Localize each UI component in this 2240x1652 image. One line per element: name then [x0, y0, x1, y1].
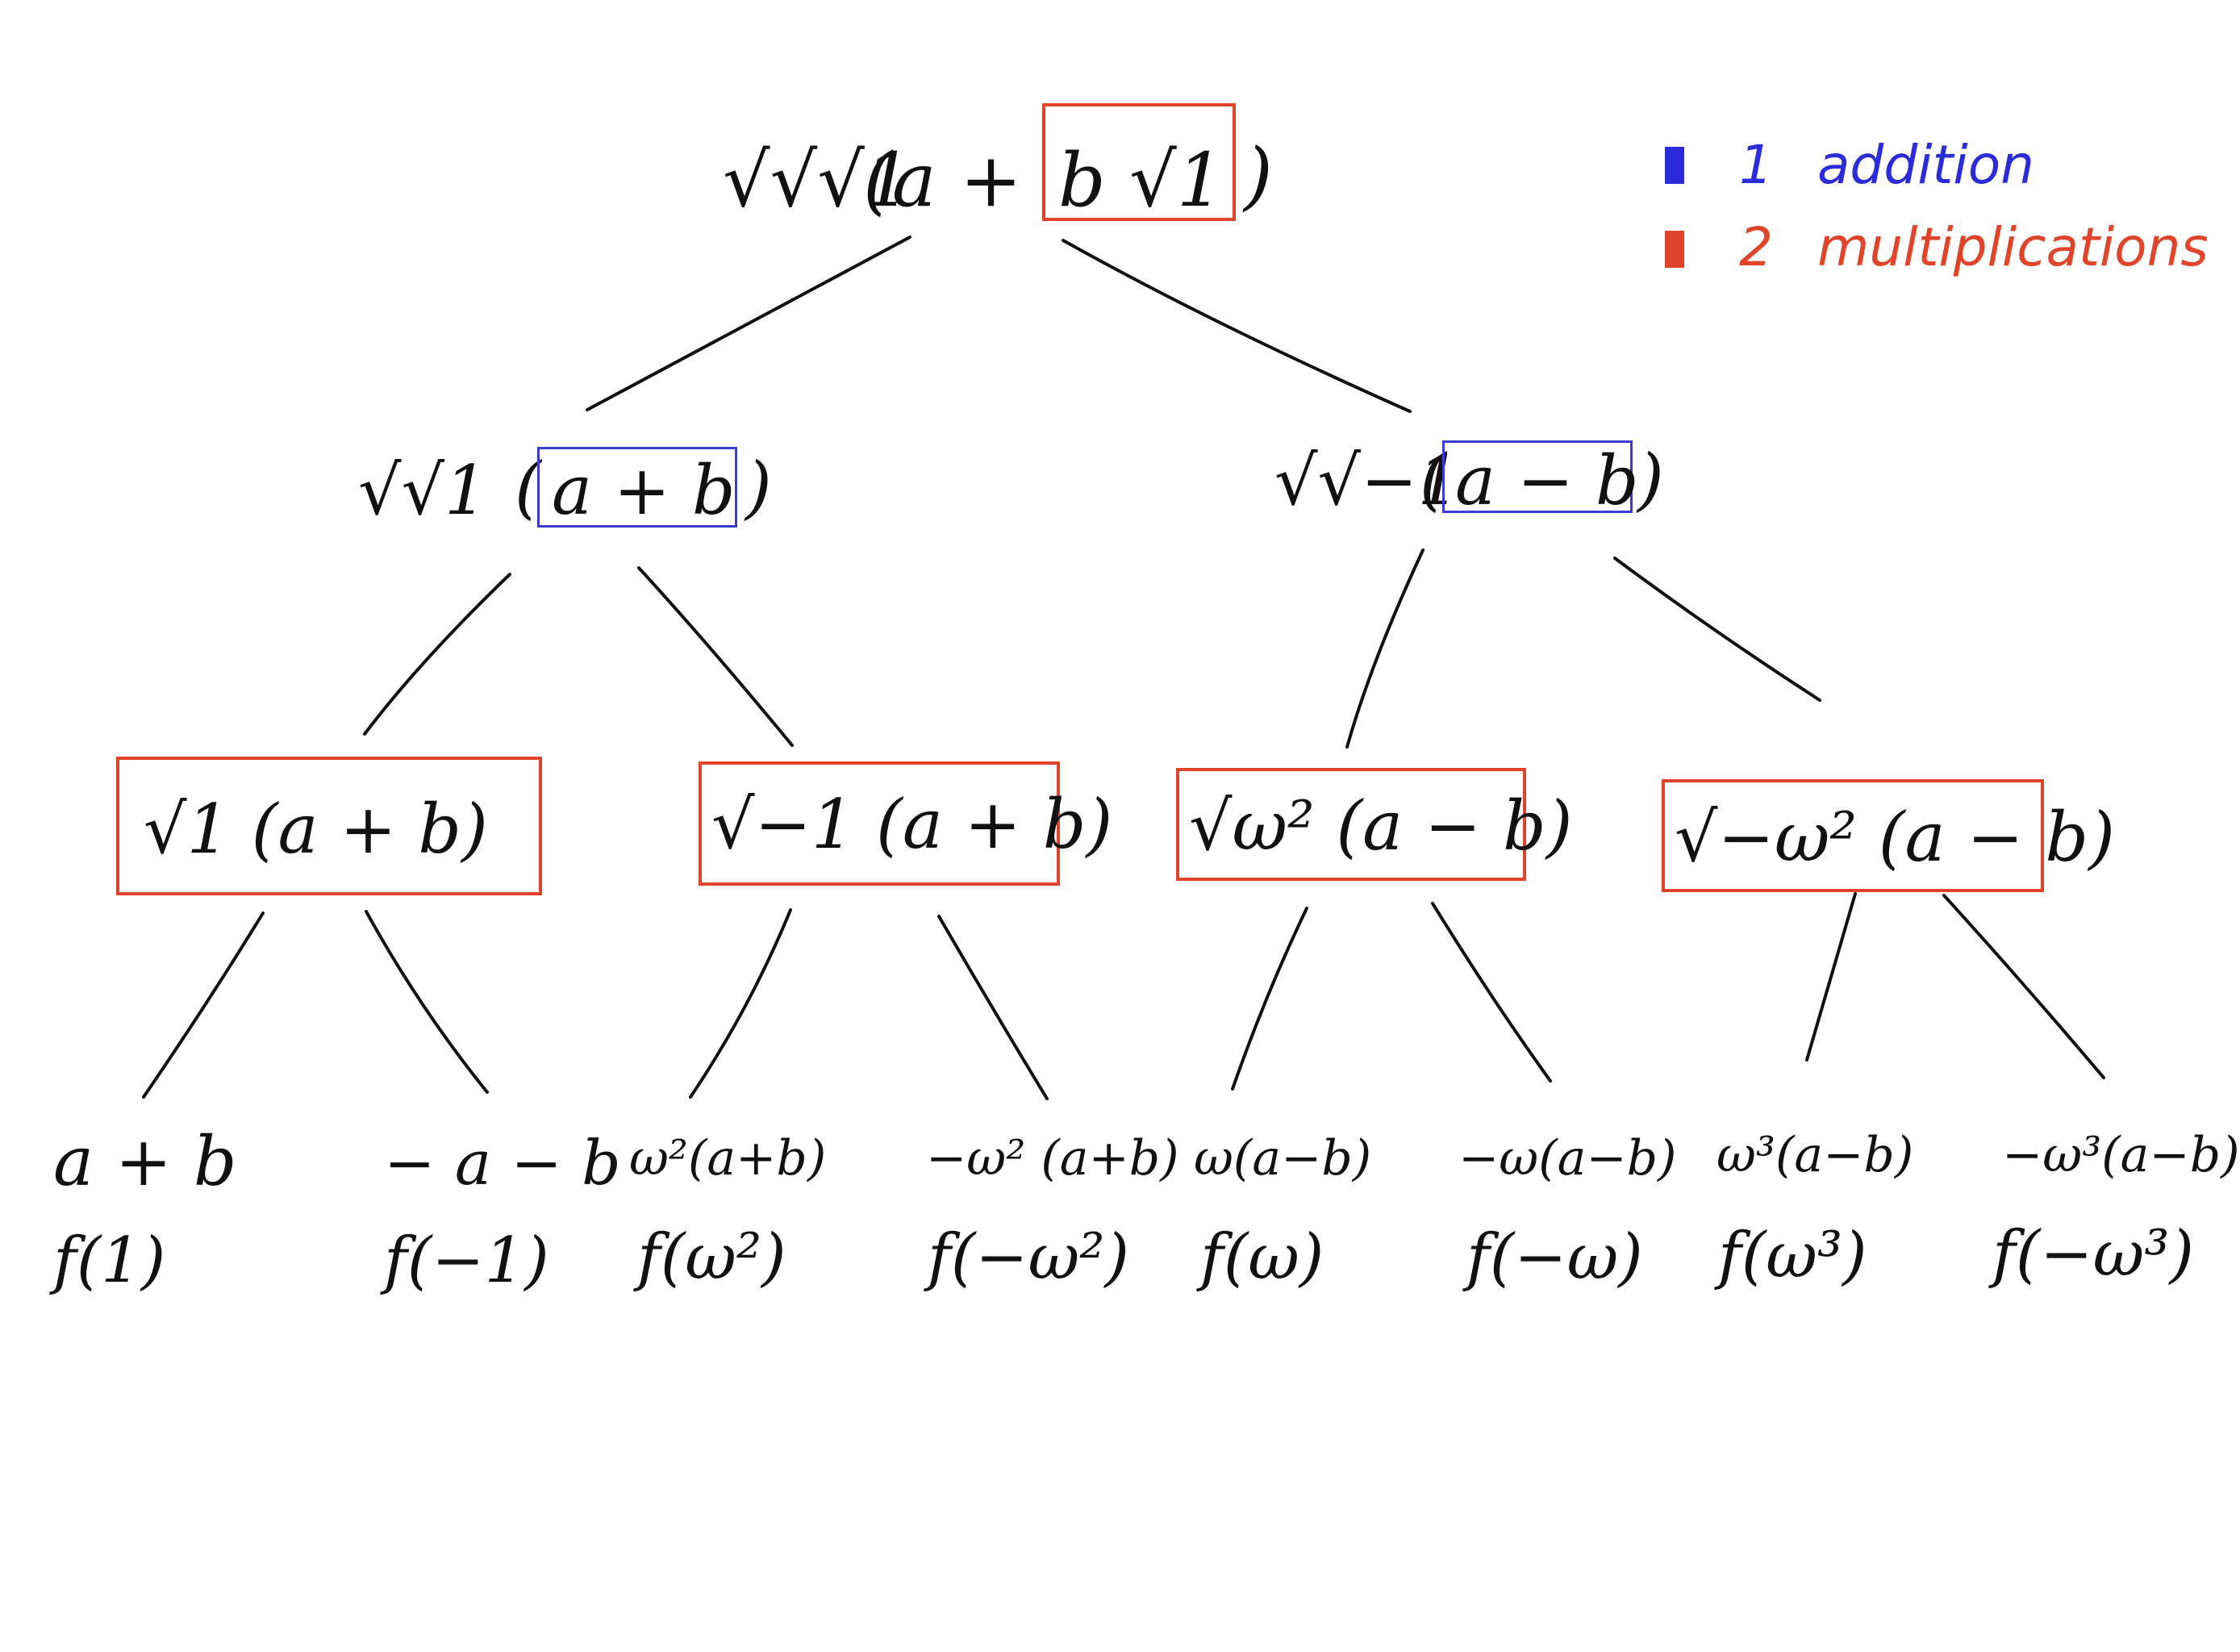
l2-node-0-text: √1 (a + b) — [144, 790, 488, 869]
edge-l2-2-a — [1231, 907, 1308, 1091]
edge-l2-0-b — [365, 910, 489, 1094]
l2-node-2-text: √ω² (a − b) — [1189, 786, 1573, 866]
root-close: ) — [1244, 132, 1273, 219]
leaf-0-value: a + b — [53, 1122, 237, 1201]
legend-addition-text: 1 addition — [1739, 139, 2034, 192]
leaf-5-fn: f(−ω) — [1466, 1221, 1643, 1294]
l2-node-3-text: √−ω² (a − b) — [1675, 798, 2115, 877]
edge-l2-3-b — [1942, 894, 2105, 1079]
leaf-5-value: −ω(a−b) — [1458, 1130, 1677, 1187]
l1-left-boxed: a + b — [552, 451, 736, 530]
edge-root-left — [586, 236, 911, 411]
leaf-2-fn: f(ω²) — [637, 1221, 786, 1294]
edge-l2-1-a — [689, 908, 792, 1099]
l1-left-prefix: √√1 — [358, 451, 488, 530]
l2-node-2-box — [1176, 768, 1526, 881]
edge-l2-2-b — [1431, 902, 1552, 1083]
leaf-2-value: ω²(a+b) — [629, 1130, 827, 1187]
edge-l1right-a — [1345, 549, 1425, 749]
root-boxed: b √1 — [1058, 137, 1224, 223]
edge-root-right — [1062, 239, 1412, 413]
leaf-7-fn: f(−ω³) — [1992, 1218, 2194, 1291]
leaf-1-value: − a − b — [384, 1127, 621, 1199]
leaf-3-fn: f(−ω²) — [928, 1221, 1129, 1294]
root-prefix: √√√1 — [723, 137, 912, 223]
leaf-1-fn: f(−1) — [384, 1224, 549, 1297]
legend-multiplication-swatch — [1665, 231, 1684, 268]
leaf-6-value: ω³(a−b) — [1716, 1127, 1914, 1183]
leaf-4-value: ω(a−b) — [1194, 1130, 1372, 1187]
legend-addition-label: addition — [1817, 134, 2034, 196]
leaf-0-fn: f(1) — [53, 1224, 166, 1297]
edge-l2-1-b — [937, 915, 1049, 1100]
l1-left-addition-box — [537, 447, 737, 528]
root-multiplication-box — [1042, 103, 1236, 221]
leaf-6-fn: f(ω³) — [1718, 1220, 1867, 1292]
edge-l2-0-a — [142, 912, 265, 1099]
l1-right-addition-box — [1442, 440, 1633, 513]
l2-node-0-box — [116, 757, 542, 895]
legend-addition-swatch — [1665, 147, 1684, 184]
legend-multiplication-label: multiplications — [1817, 216, 2209, 278]
leaf-7-value: −ω³(a−b) — [2002, 1127, 2240, 1183]
legend-multiplication-count: 2 — [1739, 216, 1773, 278]
l2-node-1-box — [699, 761, 1060, 886]
edge-l2-3-a — [1805, 892, 1857, 1062]
edge-l1left-b — [637, 566, 794, 747]
l1-right-prefix: √√−1 — [1274, 441, 1461, 520]
l2-node-1-text: √−1 (a + b) — [711, 785, 1113, 864]
edge-l1left-a — [363, 573, 511, 736]
legend-multiplication-text: 2 multiplications — [1739, 221, 2209, 274]
l1-right-open: ( — [1420, 440, 1446, 519]
root-open: (a + — [863, 137, 1023, 223]
edge-l1right-b — [1613, 557, 1821, 702]
l1-left-close: ) — [745, 448, 772, 527]
legend-addition-count: 1 — [1739, 134, 1773, 196]
l1-left-open: ( — [515, 448, 541, 527]
leaf-4-fn: f(ω) — [1200, 1221, 1324, 1294]
l2-node-3-box — [1662, 779, 2044, 892]
l1-right-close: ) — [1637, 440, 1664, 519]
l1-right-boxed: a − b — [1455, 441, 1639, 520]
leaf-3-value: −ω² (a+b) — [926, 1130, 1179, 1187]
